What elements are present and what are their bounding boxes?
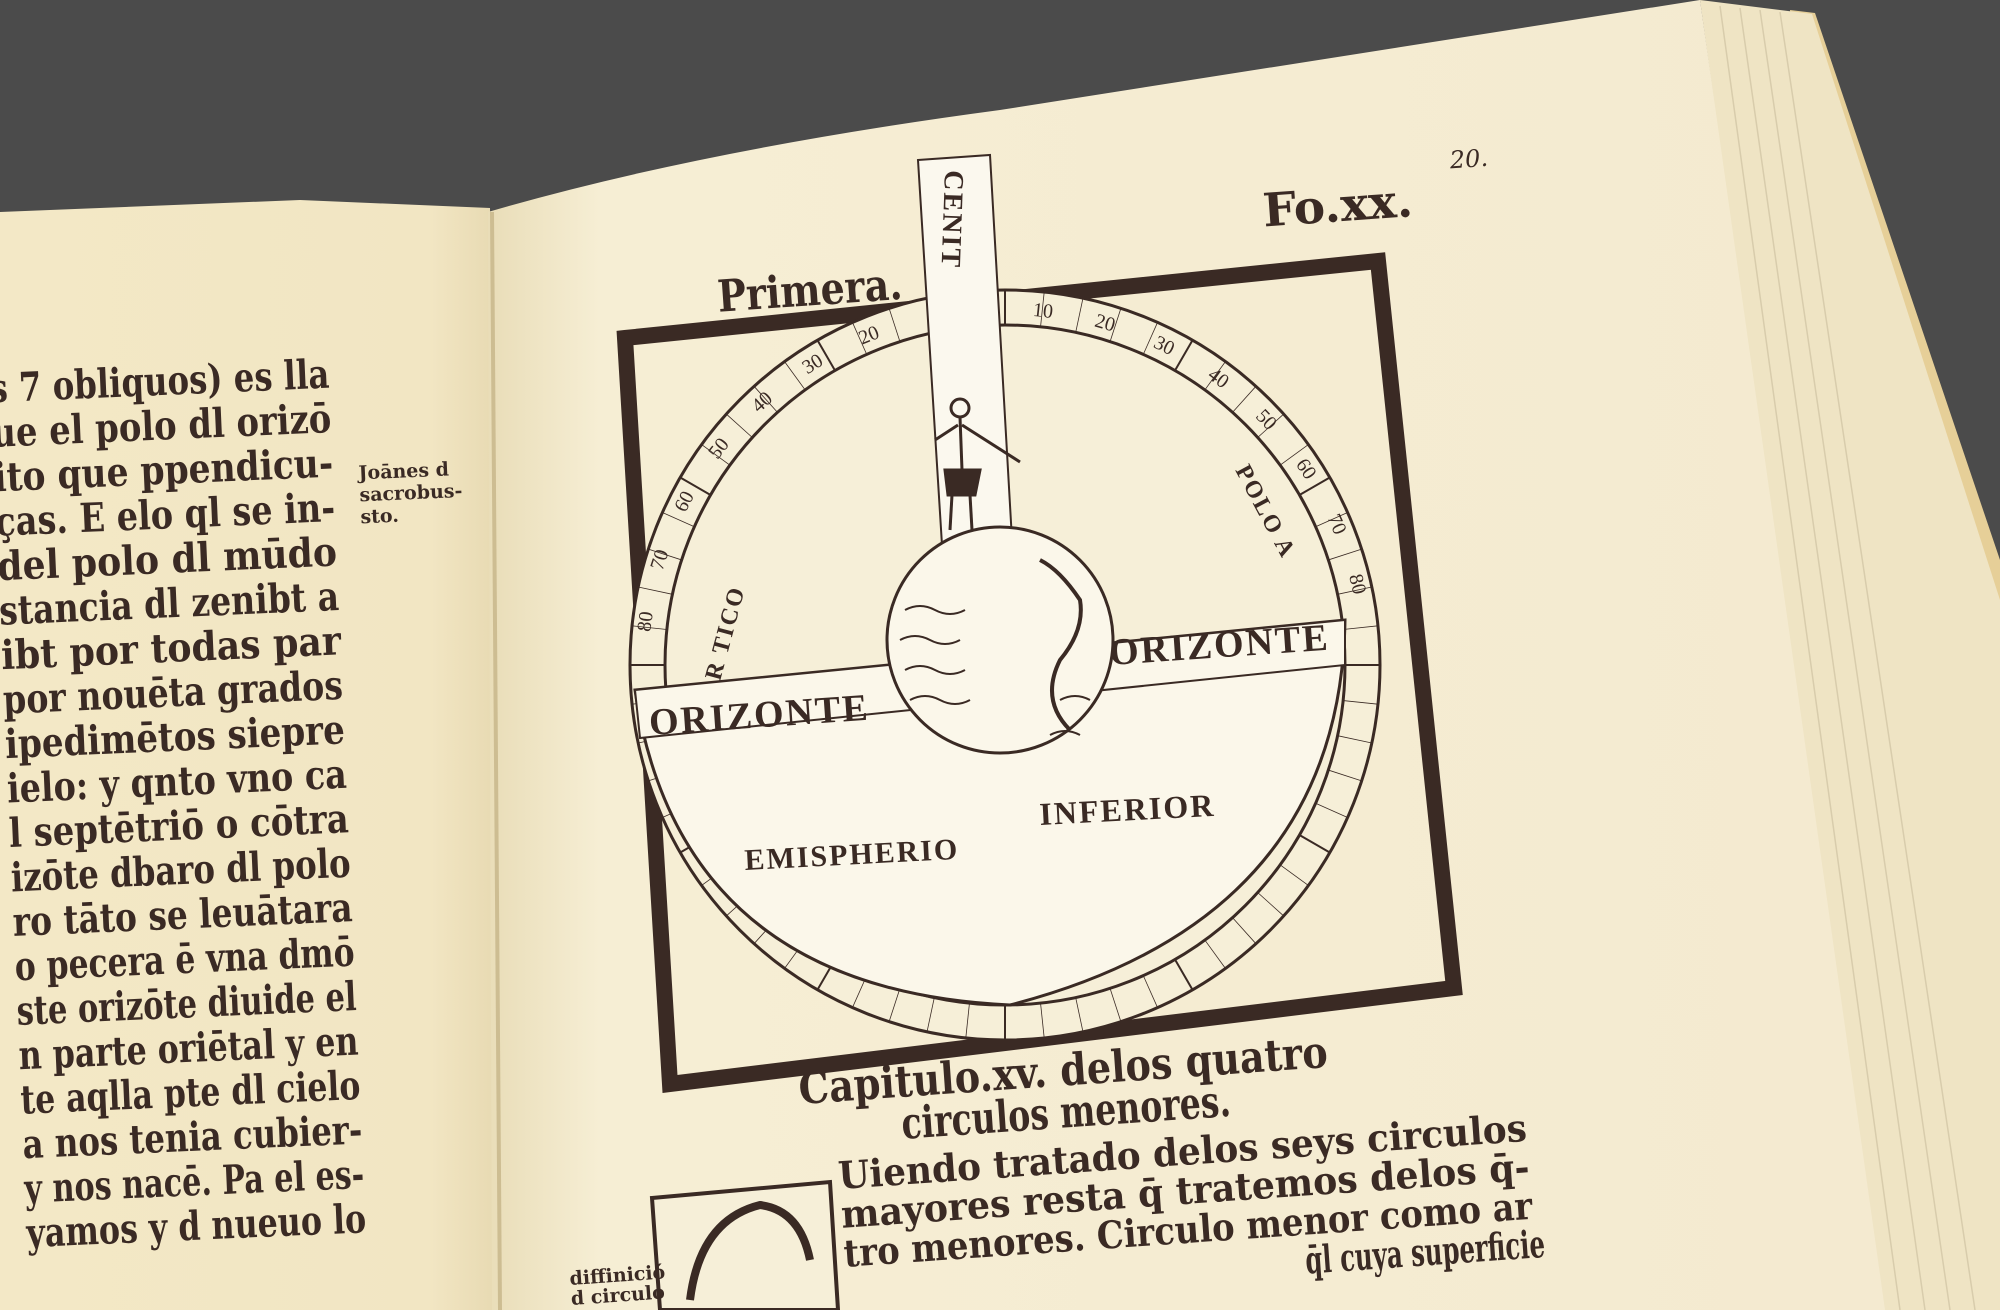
ring-tick — [1232, 386, 1257, 413]
ring-tick — [888, 308, 901, 342]
ring-tick — [1328, 769, 1362, 782]
ring-tick — [1109, 988, 1122, 1022]
degree-number: 80 — [633, 610, 658, 633]
ring-tick — [632, 625, 667, 630]
spine-gutter — [490, 211, 502, 1310]
ring-tick — [816, 339, 836, 372]
ring-tick — [1109, 308, 1122, 342]
ring-tick — [852, 322, 868, 355]
ring-tick — [1328, 548, 1362, 561]
ring-tick — [1279, 864, 1309, 886]
ring-tick — [1204, 939, 1226, 969]
page-edges — [1700, 0, 2000, 1310]
ring-tick — [1040, 292, 1045, 327]
ring-tick — [701, 444, 731, 466]
degree-number: 10 — [1032, 299, 1054, 323]
zenith-label: CENIT — [935, 170, 969, 270]
ring-tick — [1257, 413, 1284, 438]
ring-tick — [926, 997, 935, 1032]
diagram-frame — [616, 252, 1463, 1093]
ring-tick — [1040, 1003, 1045, 1038]
ring-tick — [784, 361, 806, 391]
ring-tick — [1257, 892, 1284, 917]
ring-tick — [1315, 802, 1348, 818]
earth-waves-icon — [899, 558, 1091, 736]
earth-disc — [885, 525, 1115, 755]
ring-tick — [888, 988, 901, 1022]
ring-tick — [753, 386, 778, 413]
ring-tick — [1343, 625, 1378, 630]
folio-number: Fo.xx. — [1261, 173, 1414, 237]
ring-tick — [1337, 735, 1372, 744]
ring-tick — [965, 1003, 970, 1038]
ring-tick — [638, 586, 673, 595]
ring-tick — [1174, 958, 1194, 991]
ring-tick — [1174, 339, 1194, 372]
human-figure — [934, 397, 1021, 531]
handwritten-page-number: 20. — [1448, 144, 1489, 175]
ring-tick — [1298, 476, 1331, 496]
left-page — [0, 200, 505, 1310]
ring-tick — [662, 512, 695, 528]
right-margin-note: diffinició d circulo — [569, 1261, 674, 1310]
left-margin-note: Joānes d sacrobus- sto. — [356, 458, 470, 529]
ring-tick — [1298, 834, 1331, 854]
ring-tick — [1337, 586, 1372, 595]
page-edge-lines — [1719, 5, 1976, 1310]
ring-tick — [1279, 444, 1309, 466]
ring-tick — [1204, 361, 1226, 391]
initial-flourish — [686, 1200, 814, 1301]
ring-tick — [1142, 975, 1158, 1008]
ring-tick — [726, 413, 753, 438]
ring-tick — [1075, 997, 1084, 1032]
ring-tick — [679, 476, 712, 496]
ring-tick — [648, 548, 682, 561]
ring-tick — [1075, 298, 1084, 333]
ring-tick — [1232, 917, 1257, 944]
ring-tick — [1343, 700, 1378, 705]
ring-tick — [1315, 512, 1348, 528]
decorated-initial — [649, 1179, 841, 1310]
ring-tick — [1142, 322, 1158, 355]
